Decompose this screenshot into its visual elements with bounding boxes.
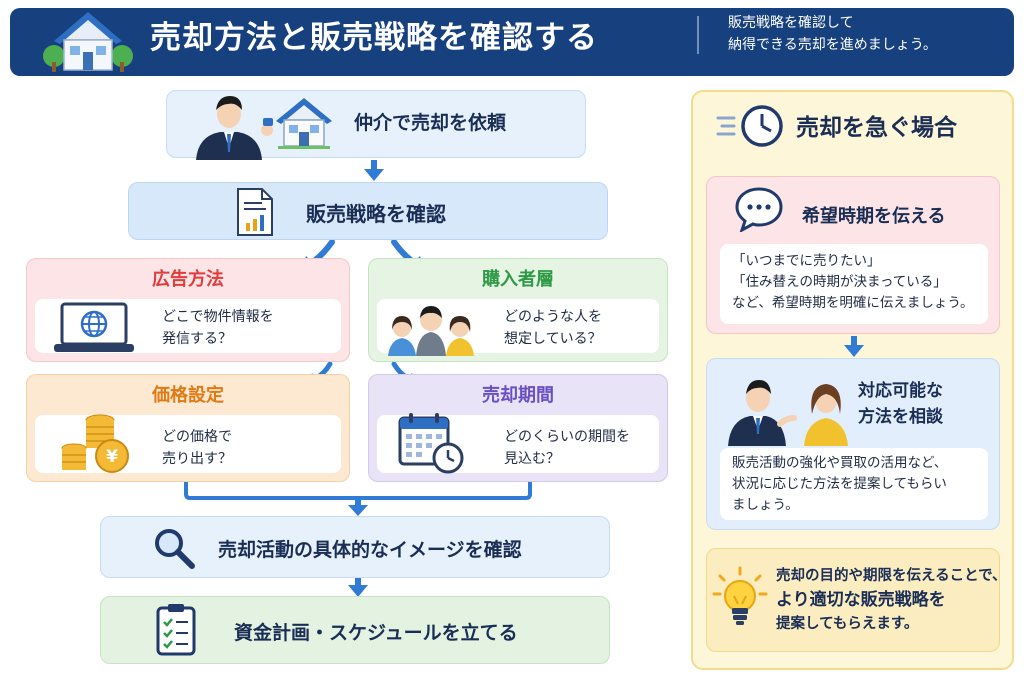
- card-tell-desired-timing-body: [720, 244, 988, 324]
- tip-line-2: より適切な販売戦略を: [776, 590, 946, 610]
- card-sale-period-line-1: どのくらいの期間を: [504, 429, 630, 445]
- consult-line-2: 状況に応じた方法を提案してもらい: [732, 476, 947, 492]
- tip-line-1: 売却の目的や期限を伝えることで、: [776, 568, 1007, 584]
- tip-line-3: 提案してもらえます。: [776, 616, 919, 632]
- header-divider: [697, 16, 699, 54]
- card-tell-desired-timing-text: 「いつまでに売りたい」 「住み替えの時期が決まっている」 など、希望時期を明確に…: [732, 251, 974, 314]
- consult-line-1: 販売活動の強化や買取の活用など、: [732, 455, 948, 471]
- card-ad-method-text: どこで物件情報を 発信する？: [162, 306, 274, 350]
- wish-line-1: 「いつまでに売りたい」: [732, 253, 881, 269]
- clock-icon: [716, 105, 783, 147]
- card-consult-options-text: 販売活動の強化や買取の活用など、 状況に応じた方法を提案してもらい ましょう。: [732, 453, 947, 516]
- arrow-down-icon: [364, 160, 384, 181]
- subtitle-line-2: 納得できる売却を進めましょう。: [728, 37, 937, 53]
- consult-title-line-1: 対応可能な: [858, 381, 943, 401]
- wish-line-2: 「住み替えの時期が決まっている」: [732, 274, 947, 290]
- consult-title-line-2: 方法を相談: [858, 407, 943, 427]
- family-icon: [388, 306, 474, 356]
- header-subtitle: 販売戦略を確認して 納得できる売却を進めましょう。: [728, 12, 937, 56]
- card-consult-options-body: [720, 448, 988, 520]
- card-price-setting-line-2: 売り出す？: [162, 451, 232, 467]
- step-confirm-activity: [100, 516, 610, 578]
- tip-text: 売却の目的や期限を伝えることで、 より適切な販売戦略を 提案してもらえます。: [776, 564, 1007, 636]
- arrow-down-icon: [348, 578, 368, 597]
- card-buyer-segment-line-2: 想定している？: [504, 331, 602, 347]
- lightbulb-icon: [712, 566, 768, 625]
- step-make-plan-label: 資金計画・スケジュールを立てる: [234, 622, 518, 644]
- speech-bubble-icon: [735, 187, 783, 232]
- card-buyer-segment-title: 購入者層: [482, 269, 554, 290]
- report-document-icon: [237, 188, 273, 236]
- yen-coins-icon: ¥: [61, 414, 129, 473]
- step-confirm-strategy-label: 販売戦略を確認: [306, 202, 446, 226]
- card-price-setting-text: どの価格で 売り出す？: [162, 426, 232, 470]
- house-icon: [43, 12, 133, 72]
- calendar-clock-icon: [398, 413, 464, 474]
- card-consult-options-title: 対応可能な 方法を相談: [858, 378, 943, 430]
- card-sale-period-line-2: 見込む？: [504, 451, 560, 467]
- magnifier-icon: [155, 529, 195, 569]
- card-sale-period-text: どのくらいの期間を 見込む？: [504, 426, 630, 470]
- page-title: 売却方法と販売戦略を確認する: [150, 19, 598, 56]
- checklist-clipboard-icon: [156, 604, 196, 656]
- step-confirm-activity-label: 売却活動の具体的なイメージを確認: [218, 539, 522, 561]
- card-tell-desired-timing-title: 希望時期を伝える: [802, 206, 946, 227]
- card-ad-method-line-2: 発信する？: [162, 331, 232, 347]
- card-ad-method-line-1: どこで物件情報を: [162, 309, 274, 325]
- card-ad-method-title: 広告方法: [152, 269, 224, 290]
- side-panel-title: 売却を急ぐ場合: [796, 115, 957, 141]
- card-buyer-segment-line-1: どのような人を: [504, 309, 602, 325]
- consult-line-3: ましょう。: [732, 497, 799, 513]
- card-price-setting-line-1: どの価格で: [162, 429, 232, 445]
- wish-line-3: など、希望時期を明確に伝えましょう。: [732, 295, 974, 311]
- card-sale-period-title: 売却期間: [482, 385, 554, 406]
- consultation-people-icon: [728, 380, 848, 446]
- arrow-down-icon: [844, 336, 864, 357]
- agent-with-house-icon: [196, 96, 332, 160]
- step-request-agent-label: 仲介で売却を依頼: [354, 112, 507, 134]
- subtitle-line-1: 販売戦略を確認して: [728, 15, 854, 31]
- header-bar: [10, 8, 1014, 76]
- svg-text:¥: ¥: [106, 447, 118, 467]
- card-price-setting-title: 価格設定: [152, 385, 224, 406]
- laptop-globe-icon: [54, 302, 134, 352]
- step-confirm-strategy: [128, 182, 608, 240]
- card-buyer-segment-text: どのような人を 想定している？: [504, 306, 602, 350]
- merge-bracket-arrow: [184, 482, 532, 516]
